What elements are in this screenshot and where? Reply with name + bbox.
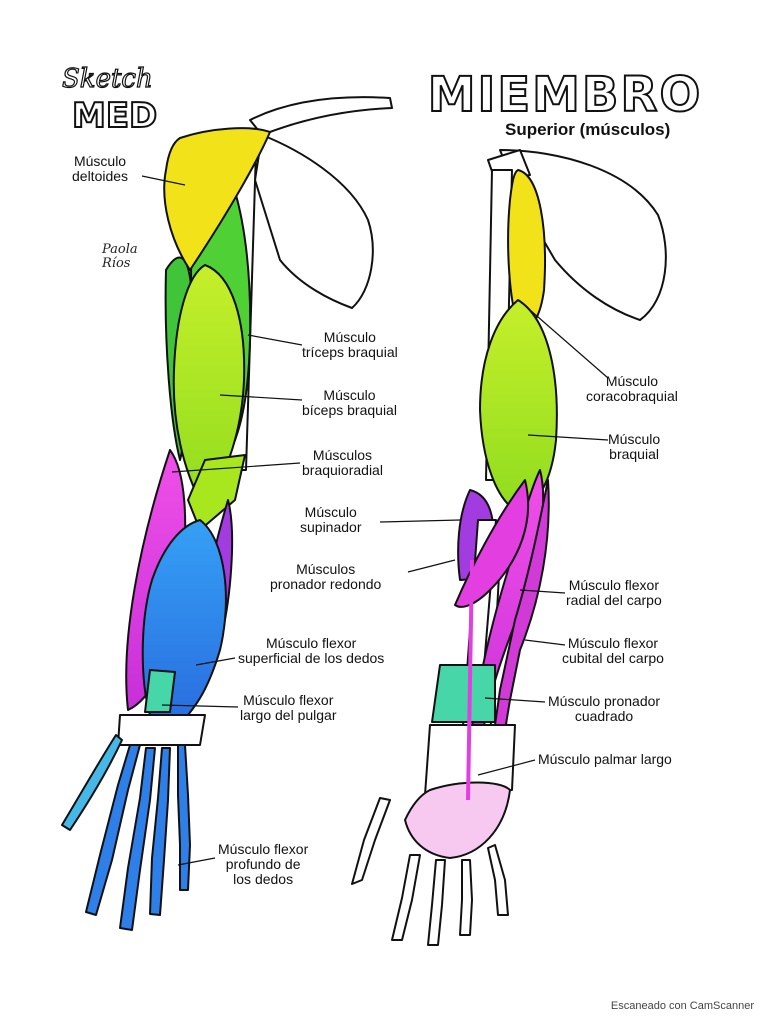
right-pronator-quadratus [431, 664, 496, 723]
right-arm [351, 149, 667, 946]
leader-pronador-cuadrado [484, 697, 546, 703]
leader-flexor-radial-carpo [519, 589, 566, 594]
right-finger-5 [487, 844, 509, 916]
right-finger-1 [351, 797, 391, 885]
page-title: MIEMBRO [427, 67, 703, 123]
leader-braquial [527, 434, 609, 441]
leader-flexor-largo-pulgar [161, 704, 239, 708]
left-arm [61, 96, 393, 931]
leader-deltoides [141, 175, 186, 186]
leader-biceps [219, 394, 303, 401]
left-flexor-pollicis [144, 669, 176, 713]
leader-flexor-superficial [195, 657, 236, 666]
leader-flexor-cubital-carpo [524, 639, 566, 646]
right-finger-2 [391, 854, 421, 941]
left-scapula [254, 134, 374, 309]
left-clavicle [249, 96, 393, 136]
leader-triceps [247, 334, 303, 346]
leader-flexor-profundo [177, 857, 216, 866]
left-thumb [61, 734, 123, 831]
right-palmar-aponeurosis [404, 781, 511, 859]
sketchmed-logo: Sketch MED [50, 63, 165, 144]
left-finger-1 [85, 744, 141, 916]
logo-med-text: MED [71, 95, 158, 137]
left-finger-4 [177, 744, 191, 891]
signature-line-1: Paola [102, 242, 138, 257]
left-wrist [117, 714, 206, 746]
logo-sketch-text: Sketch [61, 63, 153, 94]
leader-braquioradial [171, 462, 301, 473]
right-scapula [499, 149, 667, 321]
author-signature: Paola Ríos [102, 243, 138, 271]
right-finger-3 [427, 859, 446, 946]
left-deltoid [163, 127, 271, 271]
camscanner-watermark: Escaneado con CamScanner [610, 1000, 754, 1012]
label-palmar-largo: Músculo palmar largo [538, 751, 672, 767]
left-finger-3 [149, 747, 171, 916]
left-brachioradialis [187, 454, 246, 531]
leader-coracobraquial [529, 309, 609, 379]
leader-palmar-largo [477, 759, 536, 776]
leader-pronador-redondo [407, 559, 456, 573]
leader-lines [141, 175, 609, 866]
leader-supinador [379, 519, 461, 523]
right-palmaris-tendon [466, 559, 474, 801]
page-subtitle: Superior (músculos) [505, 120, 671, 139]
left-finger-2 [119, 747, 156, 931]
signature-line-2: Ríos [102, 256, 131, 271]
right-finger-4 [459, 859, 473, 936]
